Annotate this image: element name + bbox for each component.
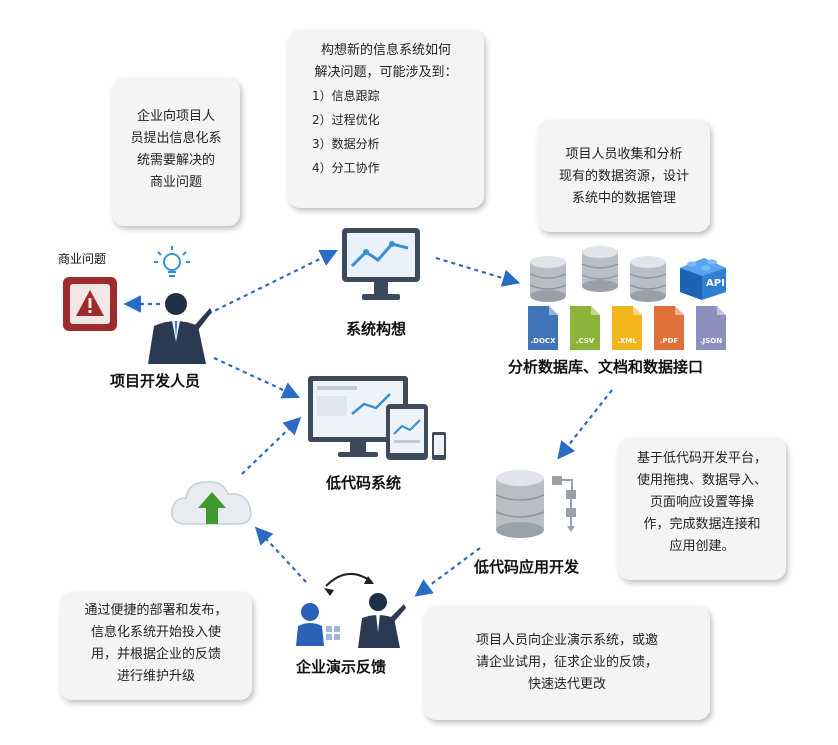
concept-item: 1）信息跟踪 xyxy=(312,89,380,103)
database-icon xyxy=(629,256,667,302)
concept-item: 4）分工协作 xyxy=(312,161,380,175)
database-icon xyxy=(581,246,619,292)
concept-label: 系统构想 xyxy=(346,320,407,338)
bubble-line: 请企业试用，征求企业的反馈， xyxy=(475,655,658,670)
cloud-upload-icon xyxy=(171,481,252,525)
bubble-line: 进行维护升级 xyxy=(116,669,195,684)
monitor-chart-icon xyxy=(342,228,420,300)
bubble-deploy: 通过便捷的部署和发布， 信息化系统开始投入使 用，并根据企业的反馈 进行维护升级 xyxy=(60,592,252,700)
bubble-line: 员提出信息化系 xyxy=(130,131,222,146)
file-ext-label: .PDF xyxy=(659,337,679,345)
bubble-line: 作，完成数据连接和 xyxy=(643,517,761,532)
bubble-demo: 项目人员向企业演示系统，或邀 请企业试用，征求企业的反馈， 快速迭代更改 xyxy=(424,606,710,720)
concept-item: 2）过程优化 xyxy=(312,113,380,127)
arrow-dev-to-feedback xyxy=(414,547,481,597)
bubble-line: 通过便捷的部署和发布， xyxy=(84,603,228,618)
warning-icon xyxy=(63,277,117,331)
developer-label: 项目开发人员 xyxy=(110,372,201,390)
file-icon: .XML xyxy=(612,306,642,350)
arrow-cloud-to-lowcode xyxy=(241,416,302,475)
bubble-line: 解决问题，可能涉及到： xyxy=(314,65,458,80)
bubble-line: 构想新的信息系统如何 xyxy=(320,43,451,58)
database-icon xyxy=(529,256,567,302)
bubble-line: 商业问题 xyxy=(149,175,202,190)
feedback-label: 企业演示反馈 xyxy=(296,658,387,676)
bubble-line: 页面响应设置等操 xyxy=(649,495,754,510)
file-ext-label: .JSON xyxy=(699,337,723,345)
bubble-line: 使用拖拽、数据导入、 xyxy=(636,473,767,488)
concept-item: 3）数据分析 xyxy=(312,137,380,151)
bubble-line: 统需要解决的 xyxy=(136,153,215,168)
bubble-line: 基于低代码开发平台， xyxy=(636,451,767,466)
file-icon: .PDF xyxy=(654,306,684,350)
lowcode-dev-label: 低代码应用开发 xyxy=(474,558,580,576)
bubble-system-concept: 构想新的信息系统如何 解决问题，可能涉及到： 1）信息跟踪 2）过程优化 3）数… xyxy=(288,30,484,208)
bubble-line: 项目人员收集和分析 xyxy=(565,147,683,162)
arrow-feedback-to-cloud xyxy=(255,526,307,583)
bubble-line: 用，并根据企业的反馈 xyxy=(90,647,221,662)
bubble-enterprise-problem: 企业向项目人 员提出信息化系 统需要解决的 商业问题 xyxy=(112,78,240,226)
arrow-developer-to-concept xyxy=(207,249,338,315)
file-ext-label: .DOCX xyxy=(530,337,556,345)
database-flow-icon xyxy=(495,470,576,538)
file-ext-label: .XML xyxy=(617,337,637,345)
lowcode-system-label: 低代码系统 xyxy=(326,474,402,492)
file-icon: .CSV xyxy=(570,306,600,350)
bubble-line: 系统中的数据管理 xyxy=(571,191,676,206)
arrow-concept-to-data xyxy=(435,256,521,287)
arrow-developer-to-lowcode xyxy=(213,357,300,399)
lightbulb-icon xyxy=(154,246,190,277)
api-label: API xyxy=(706,278,725,289)
bubble-data-collection: 项目人员收集和分析 现有的数据资源，设计 系统中的数据管理 xyxy=(538,120,710,232)
bubble-line: 项目人员向企业演示系统，或邀 xyxy=(475,633,658,648)
bubble-line: 快速迭代更改 xyxy=(527,677,606,692)
developer-person-icon xyxy=(148,293,212,364)
api-block-icon: API xyxy=(676,252,730,302)
feedback-exchange-icon xyxy=(296,573,406,648)
bubble-line: 信息化系统开始投入使 xyxy=(90,625,221,640)
file-icon: .JSON xyxy=(696,306,726,350)
bubble-line: 现有的数据资源，设计 xyxy=(558,169,689,184)
file-ext-label: .CSV xyxy=(575,337,595,345)
bubble-line: 应用创建。 xyxy=(669,539,735,554)
data-sources-label: 分析数据库、文档和数据接口 xyxy=(508,358,704,376)
file-icon: .DOCX xyxy=(528,306,558,350)
multi-device-icon xyxy=(308,376,446,460)
bubble-lowcode-platform: 基于低代码开发平台， 使用拖拽、数据导入、 页面响应设置等操 作，完成数据连接和… xyxy=(618,438,786,580)
arrow-data-to-dev xyxy=(557,389,613,460)
bubble-line: 企业向项目人 xyxy=(136,109,215,124)
business-problem-label: 商业问题 xyxy=(58,252,107,266)
